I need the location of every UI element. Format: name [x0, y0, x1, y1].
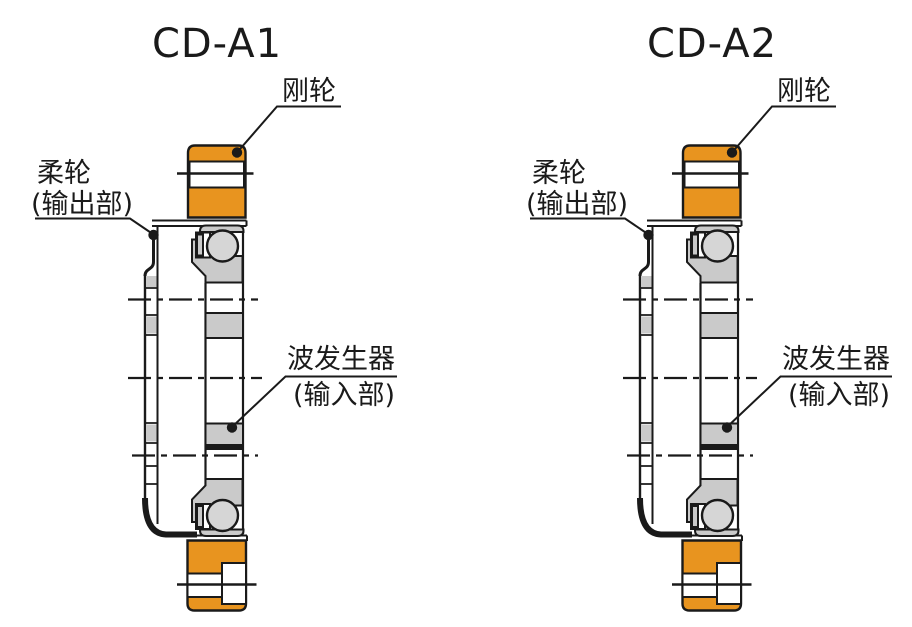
diagram-title-left: CD-A1 — [152, 21, 282, 67]
diagram-title-right: CD-A2 — [647, 21, 777, 67]
gear-unit-cd-a1 — [31, 76, 397, 611]
gear-unit-cd-a2 — [526, 76, 892, 611]
